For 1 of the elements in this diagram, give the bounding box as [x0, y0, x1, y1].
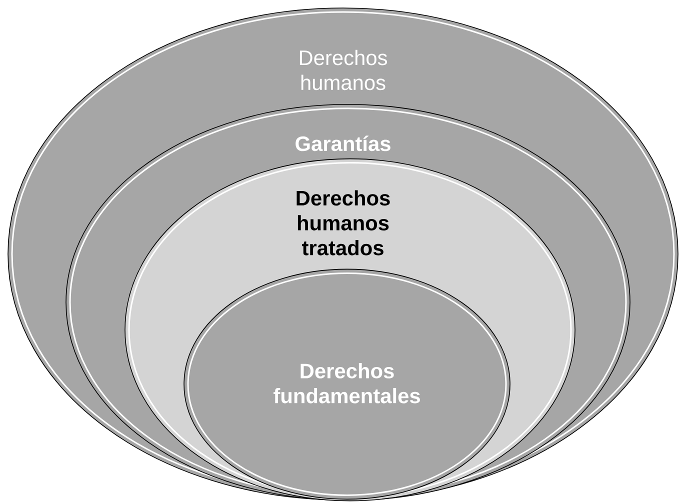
- node-label: Garantías: [296, 136, 390, 152]
